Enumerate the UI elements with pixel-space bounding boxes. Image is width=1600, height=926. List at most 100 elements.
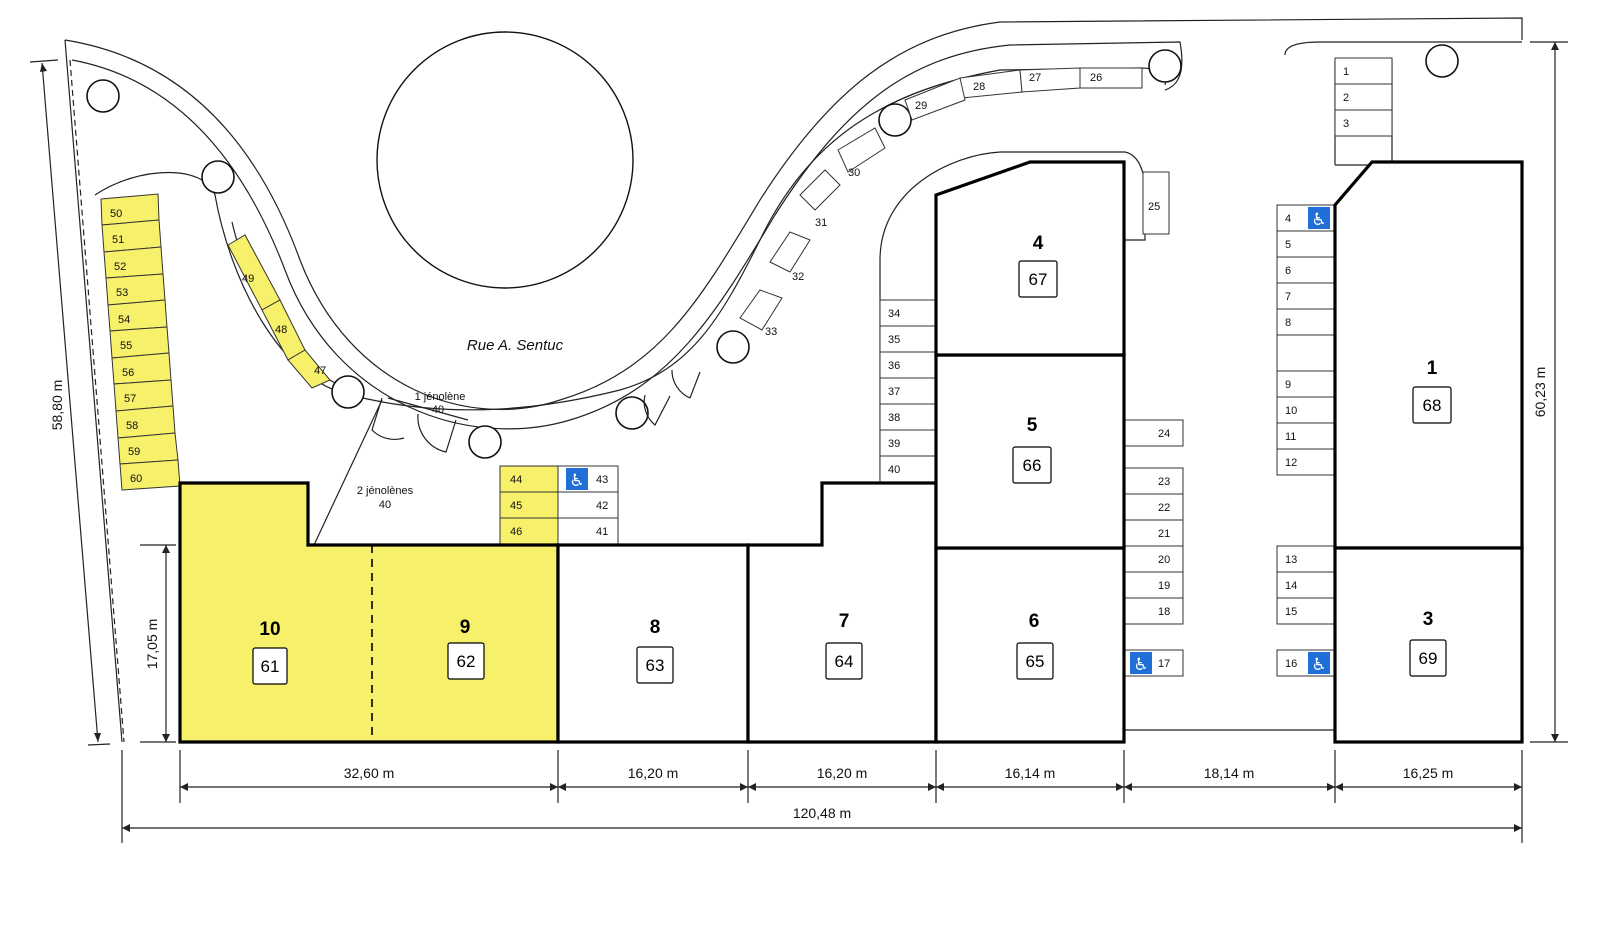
lot-number: 67 — [1029, 270, 1048, 289]
tree-icon — [86, 79, 120, 113]
dim-segment: 16,25 m — [1403, 765, 1454, 781]
stall-label: 14 — [1285, 580, 1297, 592]
svg-text:♿: ♿ — [1311, 210, 1326, 230]
tree-icon — [716, 330, 750, 364]
stall-label: 34 — [888, 308, 900, 320]
parking-center-small: ♿ 44 45 46 43 42 41 — [499, 465, 619, 545]
stall-label: 19 — [1158, 580, 1170, 592]
parking-curve-inner: 49 48 47 — [227, 234, 331, 389]
stall-label: 60 — [130, 473, 142, 485]
dimension-labels: 32,60 m 16,20 m 16,20 m 16,14 m 18,14 m … — [49, 367, 1548, 821]
stall-label: 30 — [848, 167, 860, 179]
tree-icon — [615, 396, 649, 430]
stall-label: 4 — [1285, 213, 1291, 225]
stall-label: 16 — [1285, 658, 1297, 670]
stall-label: 18 — [1158, 606, 1170, 618]
stall-label: 32 — [792, 271, 804, 283]
stall-label: 48 — [275, 324, 287, 336]
dim-segment: 16,20 m — [817, 765, 868, 781]
stall-label: 49 — [242, 273, 254, 285]
stall-label: 39 — [888, 438, 900, 450]
building-number: 8 — [650, 617, 661, 638]
building-8 — [556, 543, 750, 744]
lot-number: 61 — [261, 657, 280, 676]
gate2-line2: 40 — [379, 499, 391, 511]
dim-segment: 18,14 m — [1204, 765, 1255, 781]
stall-label: 54 — [118, 314, 130, 326]
dim-unit-depth: 17,05 m — [144, 619, 160, 670]
svg-text:♿: ♿ — [1311, 655, 1326, 675]
svg-text:♿: ♿ — [569, 471, 584, 491]
lot-number: 64 — [835, 652, 854, 671]
lot-number: 68 — [1423, 396, 1442, 415]
stall-label: 50 — [110, 208, 122, 220]
stall-label: 36 — [888, 360, 900, 372]
stall-label: 22 — [1158, 502, 1170, 514]
site-boundary — [64, 17, 1523, 743]
building-number: 6 — [1029, 611, 1040, 632]
stall-label: 27 — [1029, 72, 1041, 84]
stall-label: 10 — [1285, 405, 1297, 417]
stall-label: 13 — [1285, 554, 1297, 566]
stall-label: 55 — [120, 340, 132, 352]
stall-label: 57 — [124, 393, 136, 405]
building-number: 7 — [839, 611, 850, 632]
stall-label: 12 — [1285, 457, 1297, 469]
stall-label: 20 — [1158, 554, 1170, 566]
dim-segment: 16,20 m — [628, 765, 679, 781]
stall-label: 26 — [1090, 72, 1102, 84]
stall-label: 17 — [1158, 658, 1170, 670]
stall-label: 43 — [596, 474, 608, 486]
door-arcs — [313, 369, 701, 546]
parking-mid-column: 34 35 36 37 38 39 40 — [879, 299, 937, 483]
stall-label: 38 — [888, 412, 900, 424]
dimension-lines — [29, 41, 1568, 843]
accessible-icon — [566, 468, 588, 490]
stall-label: 29 — [915, 100, 927, 112]
parking-left-column: 50 51 52 53 54 55 56 57 58 59 60 — [100, 193, 181, 491]
stall-label: 35 — [888, 334, 900, 346]
stall-label: 8 — [1285, 317, 1291, 329]
svg-text:♿: ♿ — [1133, 655, 1148, 675]
trees — [86, 44, 1459, 459]
gate1-line2: 40 — [432, 404, 444, 416]
stall-label: 3 — [1343, 118, 1349, 130]
parking-top-arc: 28 27 26 29 30 31 32 33 — [739, 67, 1143, 338]
stall-label: 21 — [1158, 528, 1170, 540]
building-number: 1 — [1427, 358, 1438, 379]
building-number: 10 — [259, 619, 280, 640]
stall-label: 44 — [510, 474, 522, 486]
lot-number: 69 — [1419, 649, 1438, 668]
stall-label: 1 — [1343, 66, 1349, 78]
dim-segment: 32,60 m — [344, 765, 395, 781]
tree-icon — [201, 160, 235, 194]
accessible-icon — [1308, 652, 1330, 674]
stall-label: 52 — [114, 261, 126, 273]
accessible-icon — [1130, 652, 1152, 674]
stall-label: 7 — [1285, 291, 1291, 303]
parking-right-column: ♿ ♿ 1 2 3 4 5 6 7 8 9 10 11 12 13 14 15 … — [1276, 57, 1393, 677]
gate2-line1: 2 jénolènes — [357, 485, 414, 497]
lot-number: 65 — [1026, 652, 1045, 671]
roundabout — [376, 31, 634, 289]
building-4 — [934, 160, 1126, 357]
tree-icon — [331, 375, 365, 409]
stall-label: 6 — [1285, 265, 1291, 277]
tree-icon — [878, 103, 912, 137]
building-1 — [1333, 160, 1524, 550]
lot-number: 66 — [1023, 456, 1042, 475]
stall-label: 11 — [1285, 431, 1296, 443]
stall-label: 58 — [126, 420, 138, 432]
stall-label: 2 — [1343, 92, 1349, 104]
building-labels: 10 61 9 62 8 63 7 64 6 65 5 66 4 67 1 68… — [252, 233, 1452, 685]
dimension-arrows — [40, 42, 1559, 832]
street-name: Rue A. Sentuc — [467, 337, 564, 354]
stall-label: 53 — [116, 287, 128, 299]
tree-icon — [1425, 44, 1459, 78]
stall-label: 9 — [1285, 379, 1291, 391]
building-number: 9 — [460, 617, 471, 638]
stall-label: 51 — [112, 234, 124, 246]
stall-label: 46 — [510, 526, 522, 538]
building-number: 4 — [1033, 233, 1044, 254]
